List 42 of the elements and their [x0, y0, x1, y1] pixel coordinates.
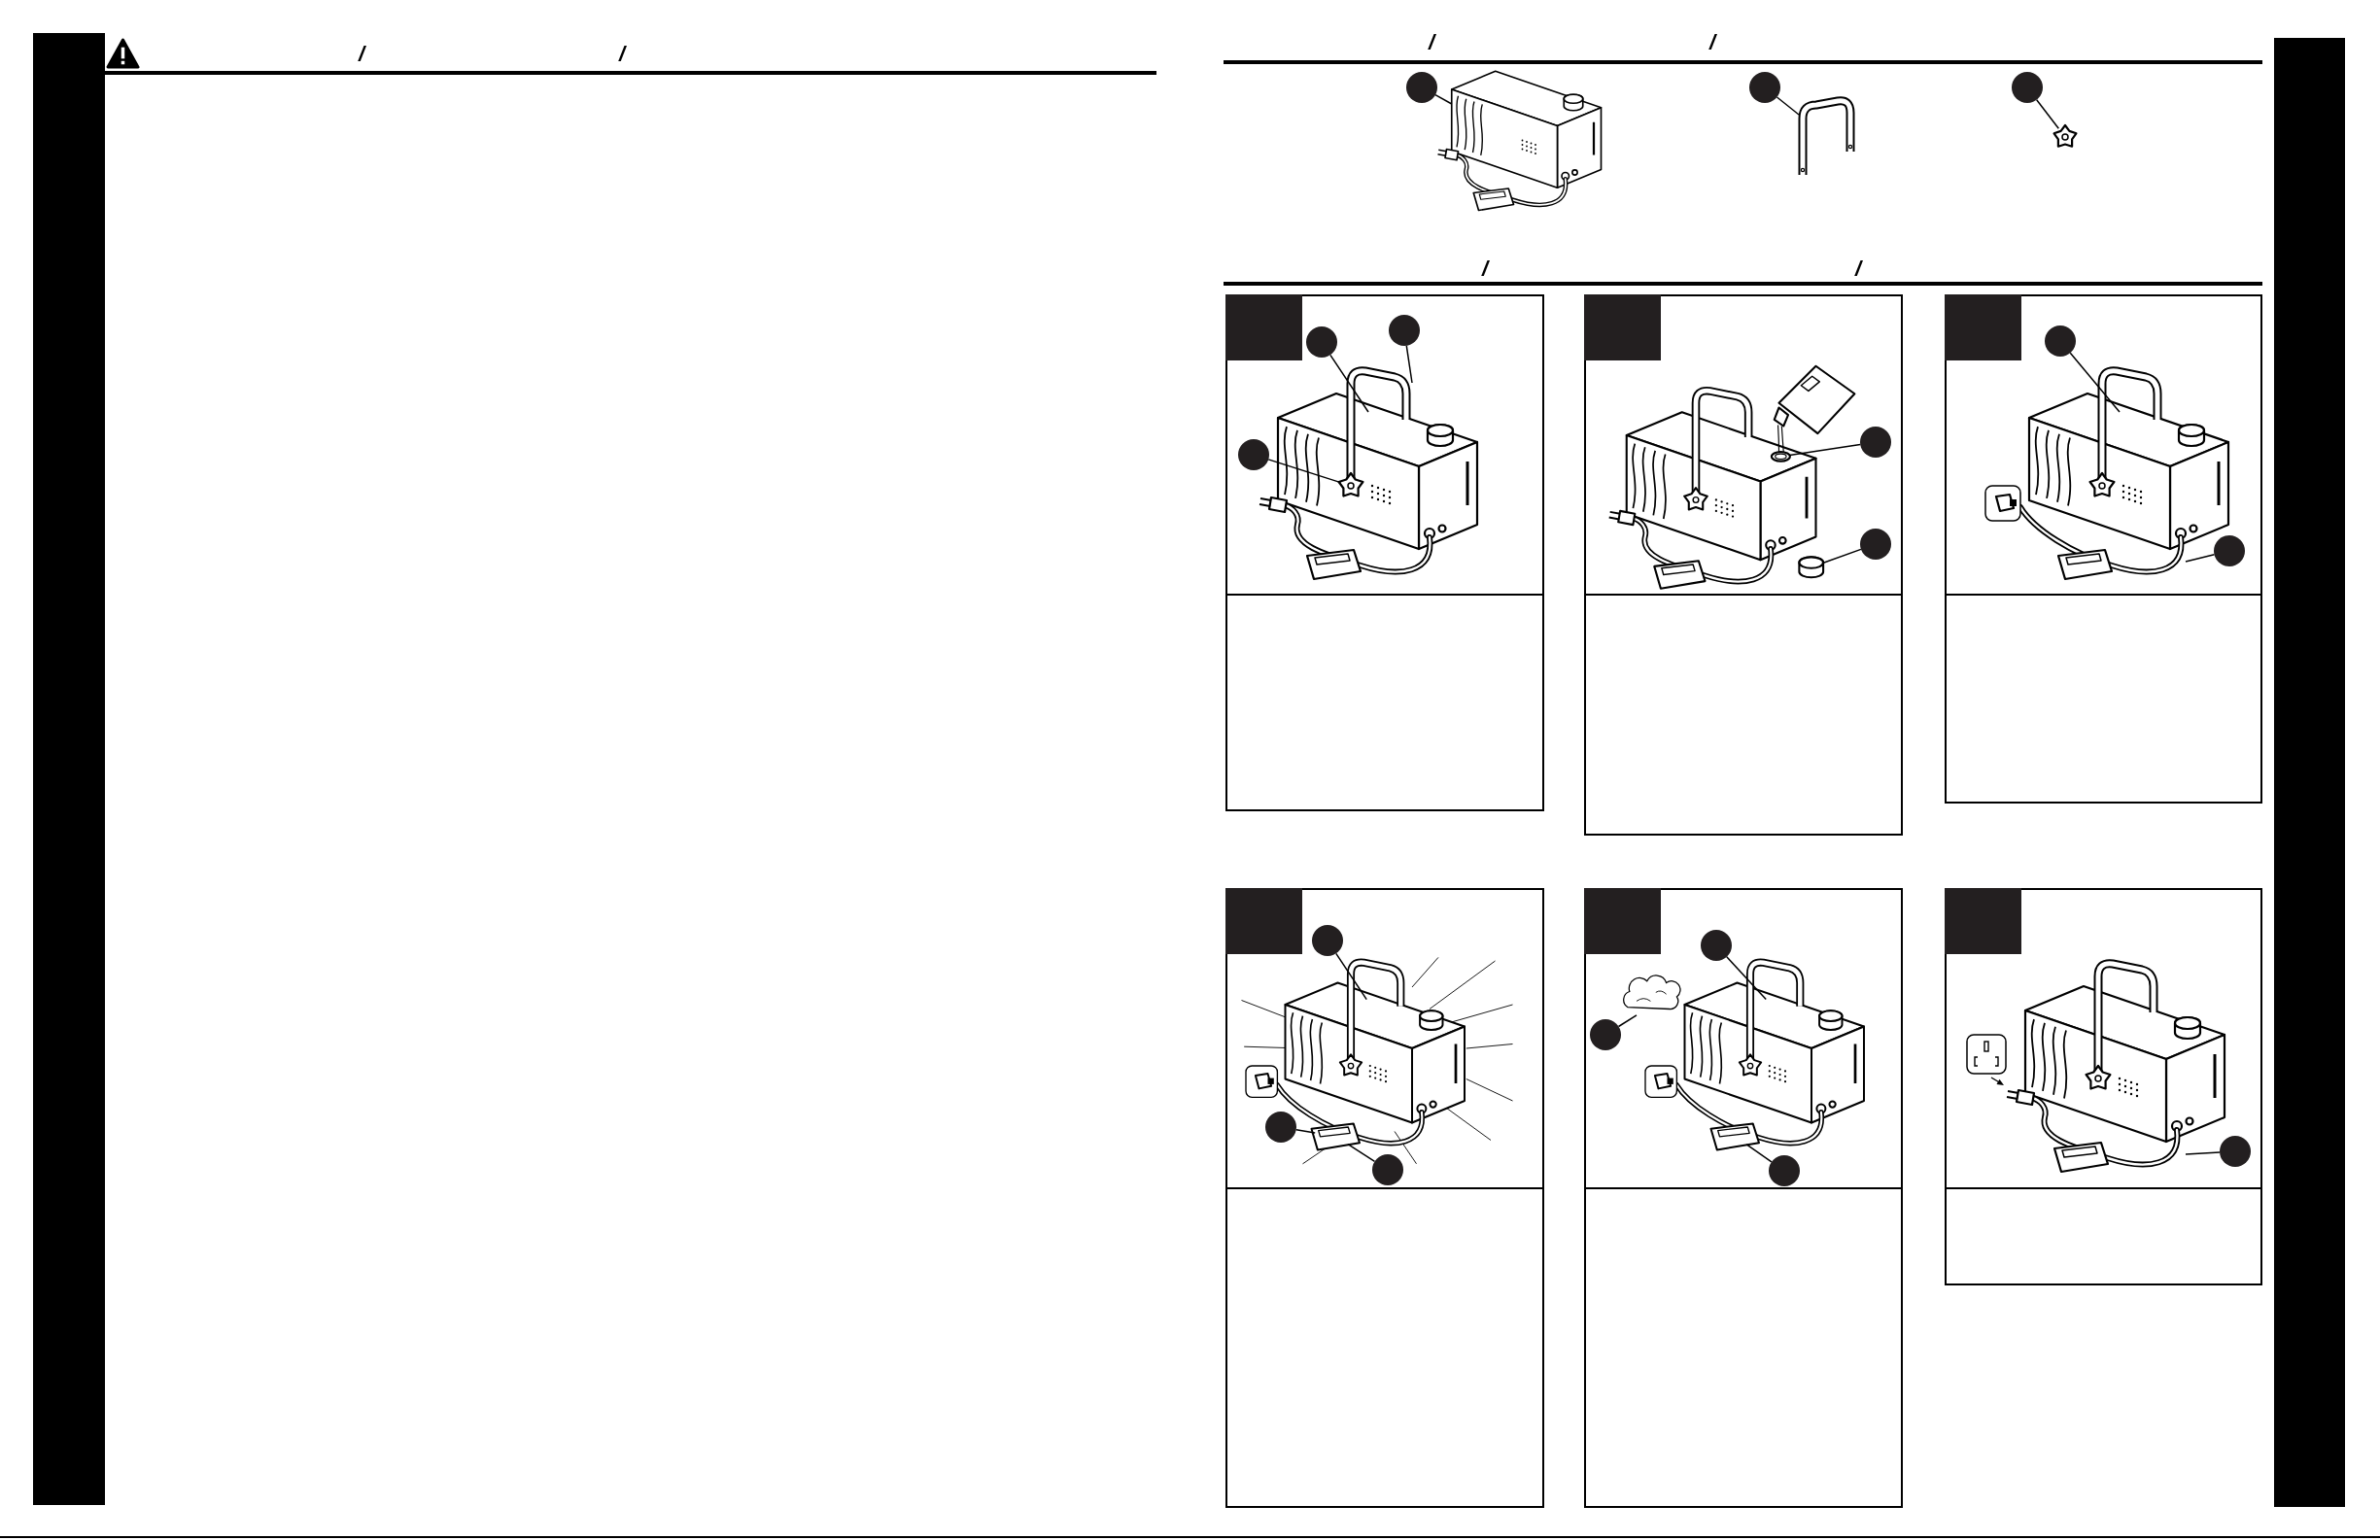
side-tab-bar — [2274, 38, 2345, 1507]
header-separator: / — [358, 44, 365, 65]
leader-line — [1267, 459, 1342, 484]
oil-cap-icon — [1798, 556, 1825, 579]
leader-line — [2185, 1151, 2221, 1155]
leader-line — [1745, 1144, 1773, 1163]
vacuum-pump-drawing — [1436, 70, 1603, 212]
leader-line — [1329, 354, 1369, 413]
star-knob-icon — [2052, 123, 2078, 148]
side-tab-bar — [33, 33, 105, 1505]
star-knob-icon — [1337, 471, 1364, 497]
header-separator: / — [1481, 258, 1489, 280]
header-separator: / — [618, 44, 626, 65]
case-icon — [1310, 1122, 1361, 1151]
leader-line — [1405, 345, 1413, 384]
case-icon — [1709, 1122, 1760, 1151]
header-separator: / — [1428, 32, 1435, 53]
leader-line — [2069, 352, 2121, 413]
header-separator: / — [1854, 258, 1862, 280]
filler-neck-icon — [1770, 451, 1791, 462]
step-tab — [1584, 294, 1661, 360]
leader-line — [1347, 1143, 1376, 1163]
leader-line — [1788, 443, 1861, 457]
leader-line — [1335, 952, 1367, 1001]
leader-line — [1776, 96, 1800, 116]
leader-line — [1821, 548, 1862, 565]
leader-line — [1726, 956, 1767, 1001]
step-tab — [1945, 888, 2021, 954]
step-tab — [1225, 888, 1302, 954]
step-tab — [1584, 888, 1661, 954]
leader-line — [2185, 554, 2216, 563]
leader-line — [2035, 98, 2060, 130]
step-tab — [1225, 294, 1302, 360]
leader-line — [1617, 1014, 1638, 1028]
leader-line — [1295, 1128, 1316, 1134]
leader-line — [1434, 93, 1453, 105]
callout-circle — [2012, 72, 2043, 103]
callout-circle — [1406, 72, 1437, 103]
callout-circle — [1749, 72, 1780, 103]
u-bracket-drawing — [1798, 96, 1855, 175]
header-separator: / — [1708, 32, 1716, 53]
step-tab — [1945, 294, 2021, 360]
